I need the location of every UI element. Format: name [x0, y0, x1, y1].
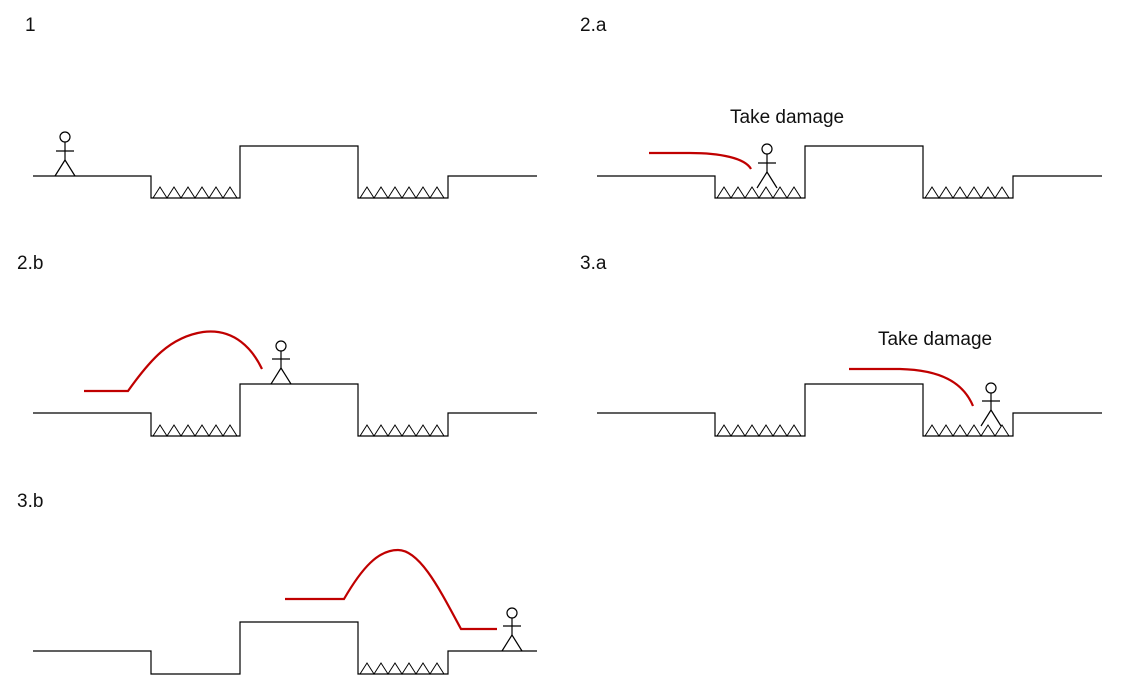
take-damage-note: Take damage — [878, 329, 992, 350]
take-damage-note: Take damage — [730, 107, 844, 128]
terrain-line — [597, 145, 1102, 199]
panel-3b: 3.b — [17, 491, 537, 675]
panel-label: 1 — [25, 15, 36, 36]
terrain-line — [33, 383, 537, 437]
spike-pit-left — [152, 424, 238, 437]
spike-pit-left — [152, 186, 238, 199]
spike-pit-left — [716, 186, 802, 199]
panel-label: 3.b — [17, 491, 43, 512]
stick-figure — [54, 131, 76, 177]
spike-pit-right — [924, 424, 1010, 437]
terrain-line — [33, 621, 537, 675]
stick-figure — [501, 607, 523, 652]
jump-path — [285, 548, 497, 631]
movement-path — [649, 151, 752, 170]
panel-label: 2.a — [580, 15, 607, 36]
spike-pit-right — [359, 662, 445, 675]
stick-figure — [270, 340, 292, 385]
stick-figure — [756, 143, 778, 189]
panel-2b: 2.b — [17, 253, 537, 437]
panel-label: 3.a — [580, 253, 607, 274]
spike-pit-left — [716, 424, 802, 437]
stick-figure — [980, 382, 1002, 427]
spike-pit-right — [924, 186, 1010, 199]
panel-label: 2.b — [17, 253, 43, 274]
terrain-line — [597, 383, 1102, 437]
jump-path — [84, 330, 263, 393]
panel-2a: 2.a Take damage — [580, 15, 1102, 199]
panel-3a: 3.a Take damage — [580, 253, 1102, 437]
panel-1: 1 — [25, 15, 537, 199]
spike-pit-right — [359, 424, 445, 437]
movement-path — [849, 367, 975, 407]
spike-pit-right — [359, 186, 445, 199]
terrain-line — [33, 145, 537, 199]
